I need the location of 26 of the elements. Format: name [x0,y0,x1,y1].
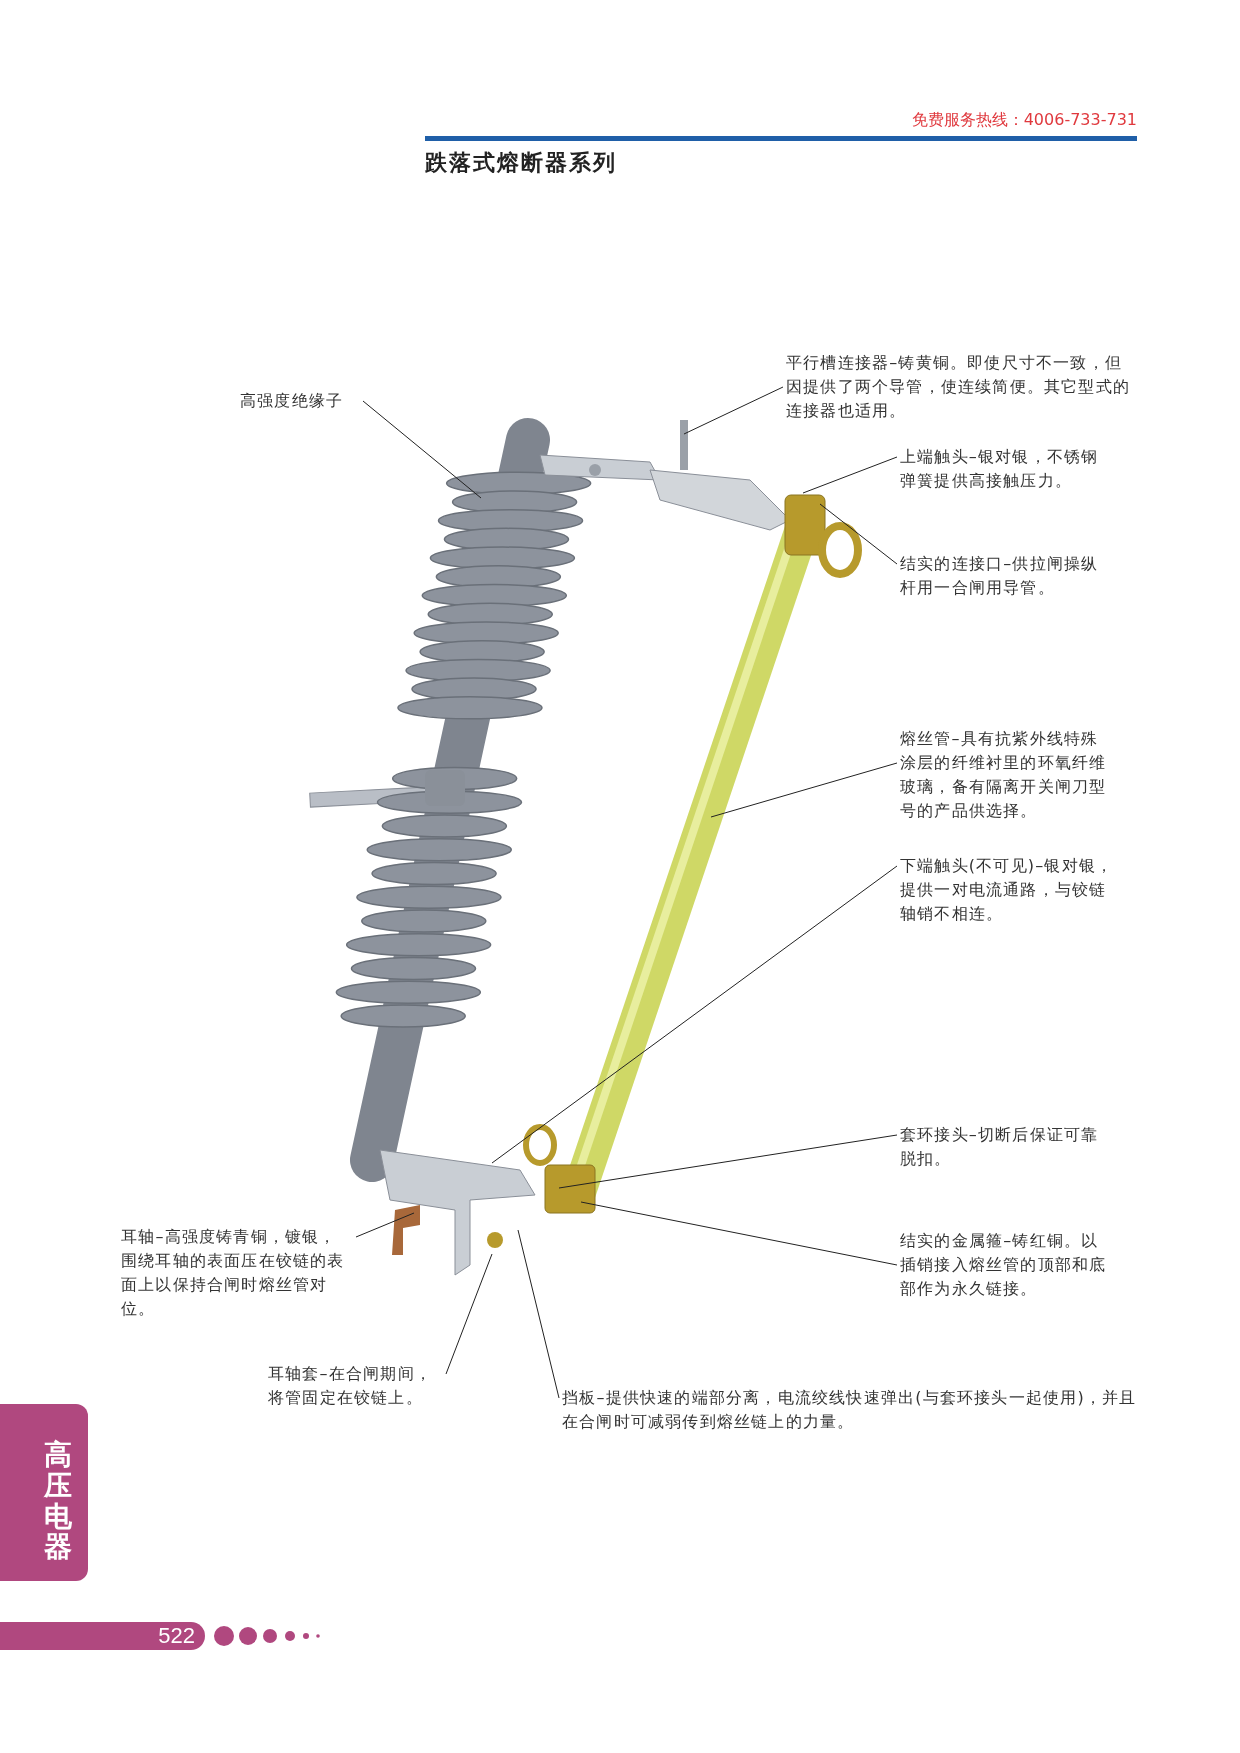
callout-text: 耳轴套–在合闸期间，将管固定在铰链上。 [268,1362,443,1410]
leader-line [445,1253,493,1375]
page-number: 522 [158,1623,195,1649]
leader-line [683,386,784,435]
leader-line [710,762,898,818]
page-title: 跌落式熔断器系列 [425,149,617,177]
leader-line [362,400,482,499]
leader-line [580,1201,898,1266]
callout-text: 高强度绝缘子 [240,389,360,413]
leader-line [355,1212,415,1238]
callout-text: 下端触头(不可见)–银对银，提供一对电流通路，与铰链轴销不相连。 [900,854,1115,926]
leader-line [819,503,898,565]
leader-line [802,456,898,494]
leader-line [558,1134,898,1189]
callout-text: 结实的连接口–供拉闸操纵杆用一合闸用导管。 [900,552,1115,600]
hotline-text: 免费服务热线：4006-733-731 [910,110,1137,131]
callout-text: 上端触头–银对银，不锈钢弹簧提供高接触压力。 [900,445,1115,493]
callout-text: 挡板–提供快速的端部分离，电流绞线快速弹出(与套环接头一起使用)，并且在合闸时可减弱传到熔丝链上的力量。 [562,1386,1137,1434]
section-label: 高压电器 [44,1440,72,1564]
callout-text: 熔丝管–具有抗紫外线特殊涂层的纤维衬里的环氧纤维玻璃，备有隔离开关闸刀型号的产品供选择。 [900,727,1115,823]
callout-text: 结实的金属箍–铸红铜。以插销接入熔丝管的顶部和底部作为永久链接。 [900,1229,1115,1301]
leader-line [517,1229,560,1399]
leader-line [491,865,898,1164]
callout-text: 耳轴–高强度铸青铜，镀银，围绕耳轴的表面压在铰链的表面上以保持合闸时熔丝管对位。 [121,1225,353,1321]
callout-text: 平行槽连接器–铸黄铜。即使尺寸不一致，但因提供了两个导管，使连续简便。其它型式的连接器也适用。 [786,351,1131,423]
callout-text: 套环接头–切断后保证可靠脱扣。 [900,1123,1115,1171]
